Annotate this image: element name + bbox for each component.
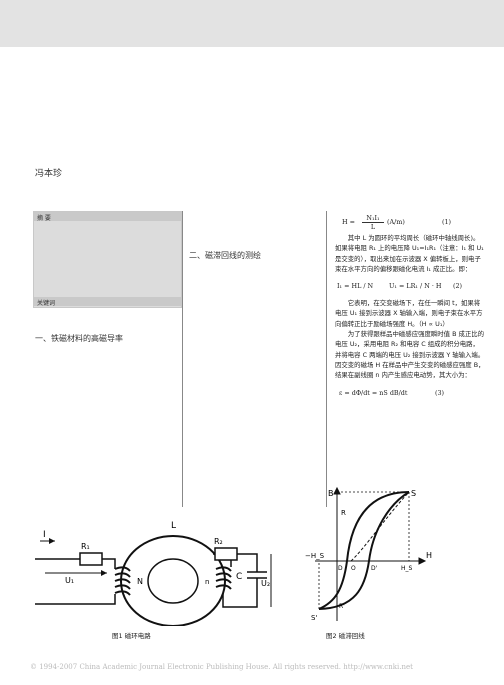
fig1-label-r2: R₂ bbox=[214, 537, 223, 546]
fig2-label-r: R bbox=[341, 509, 346, 517]
section-heading-2: 二、磁滞回线的测绘 bbox=[189, 251, 261, 260]
fig1-label-u2: U₂ bbox=[261, 579, 270, 588]
formula-1-lhs: H = bbox=[342, 218, 355, 226]
fig2-label-b: B bbox=[328, 489, 334, 498]
figure-1-caption: 图1 磁环电路 bbox=[112, 632, 151, 640]
figure-1-circuit-diagram: I R₁ U₁ L N n R₂ C U₂ bbox=[35, 521, 272, 626]
formula-1-numerator: N₁I₁ bbox=[366, 214, 380, 222]
keywords-label: 关键词 bbox=[37, 300, 56, 307]
formula-1-fraction-bar bbox=[362, 222, 384, 223]
column-divider-right bbox=[326, 211, 327, 507]
fig2-label-o: O bbox=[351, 565, 356, 572]
formula-2-left: I₁ = HL / N bbox=[337, 282, 374, 291]
fig1-label-r1: R₁ bbox=[81, 542, 90, 551]
fig2-label-d-prime: D' bbox=[371, 565, 378, 572]
formula-2-right: U₁ = LR₁ / N · H bbox=[389, 282, 442, 291]
formula-2: I₁ = HL / N U₁ = LR₁ / N · H (2) bbox=[335, 276, 485, 296]
formula-3-text: ε = dΦ/dt = nS dB/dt bbox=[339, 388, 408, 397]
paragraph-1: 其中 L 为圆环的平均周长（磁环中轴线周长)。如果将电阻 R₁ 上的电压降 U₁… bbox=[335, 234, 484, 273]
fig2-label-neg-hs: −H_S bbox=[305, 552, 325, 560]
formula-1-unit: (A/m) bbox=[387, 218, 405, 226]
abstract-header-stripe bbox=[34, 212, 181, 221]
formula-1-number: (1) bbox=[442, 218, 452, 226]
fig1-label-u1: U₁ bbox=[65, 576, 74, 585]
figure-2-caption: 图2 磁滞回线 bbox=[326, 632, 365, 640]
paragraph-3: 为了获得跟样品中磁感应强度瞬时值 B 成正比的电压 U₂，采用电阻 R₂ 和电容… bbox=[335, 330, 485, 380]
fig1-label-c: C bbox=[236, 572, 242, 582]
right-column-text: 其中 L 为圆环的平均周长（磁环中轴线周长)。如果将电阻 R₁ 上的电压降 U₁… bbox=[335, 233, 485, 402]
fig1-label-i: I bbox=[43, 530, 46, 540]
fig1-label-l: L bbox=[171, 521, 176, 531]
formula-3-number: (3) bbox=[435, 388, 445, 397]
author-name: 冯本珍 bbox=[35, 169, 63, 179]
copyright-footer: © 1994-2007 China Academic Journal Elect… bbox=[30, 663, 413, 671]
formula-2-number: (2) bbox=[453, 282, 463, 291]
paragraph-2: 它表明，在交变磁场下，在任一瞬间 t，如果将电压 U₁ 接到示波器 X 轴输入端… bbox=[335, 299, 483, 328]
column-divider-left bbox=[182, 211, 183, 507]
fig2-label-r-prime: R' bbox=[339, 603, 345, 610]
fig2-label-s: S bbox=[411, 489, 416, 498]
formula-1-denominator: L bbox=[370, 223, 376, 231]
abstract-label: 摘 要 bbox=[37, 215, 51, 222]
fig2-label-hs: H_S bbox=[401, 565, 413, 572]
section-heading-1: 一、铁磁材料的高磁导率 bbox=[35, 334, 123, 343]
figure-2-hysteresis-loop: B S R H −H_S D O D' H_S R' S' bbox=[305, 486, 432, 622]
fig1-label-n-secondary: n bbox=[205, 578, 209, 586]
abstract-box: 摘 要 关键词 bbox=[33, 211, 182, 308]
fig1-label-n-primary: N bbox=[137, 577, 143, 586]
keywords-header-stripe bbox=[34, 297, 181, 306]
formula-1: H = N₁I₁ L (A/m) (1) bbox=[342, 214, 482, 232]
top-banner bbox=[0, 0, 504, 47]
fig2-label-h: H bbox=[426, 551, 432, 560]
fig2-label-s-prime: S' bbox=[311, 614, 317, 622]
formula-3: ε = dΦ/dt = nS dB/dt (3) bbox=[335, 384, 485, 402]
fig2-label-d: D bbox=[338, 565, 343, 572]
